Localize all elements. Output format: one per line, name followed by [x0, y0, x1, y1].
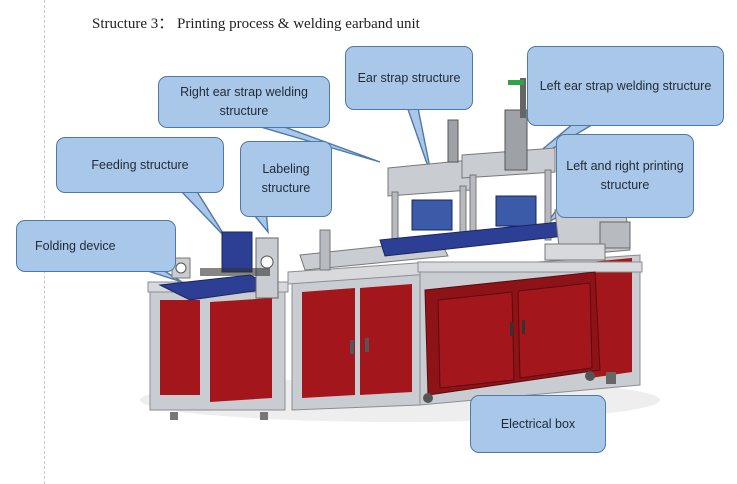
callout-labeling: Labeling structure — [240, 141, 332, 217]
leader-feeding — [178, 189, 227, 239]
callout-right-ear-strap-welding: Right ear strap welding structure — [158, 76, 330, 128]
callout-ear-strap: Ear strap structure — [345, 46, 473, 110]
folding-mechanism — [158, 231, 279, 301]
figure-title: Structure 3： Printing process & welding … — [92, 16, 420, 32]
electrical-box-shape — [423, 271, 601, 403]
left-cabinet — [147, 281, 289, 420]
callout-left-right-printing: Left and right printing structure — [556, 134, 694, 218]
callout-electrical-box: Electrical box — [470, 395, 606, 453]
callout-folding-device: Folding device — [16, 220, 176, 272]
callout-feeding: Feeding structure — [56, 137, 224, 193]
callout-left-ear-strap-welding: Left ear strap welding structure — [527, 46, 724, 126]
middle-cabinet — [287, 261, 431, 411]
welding-stations — [379, 78, 566, 257]
